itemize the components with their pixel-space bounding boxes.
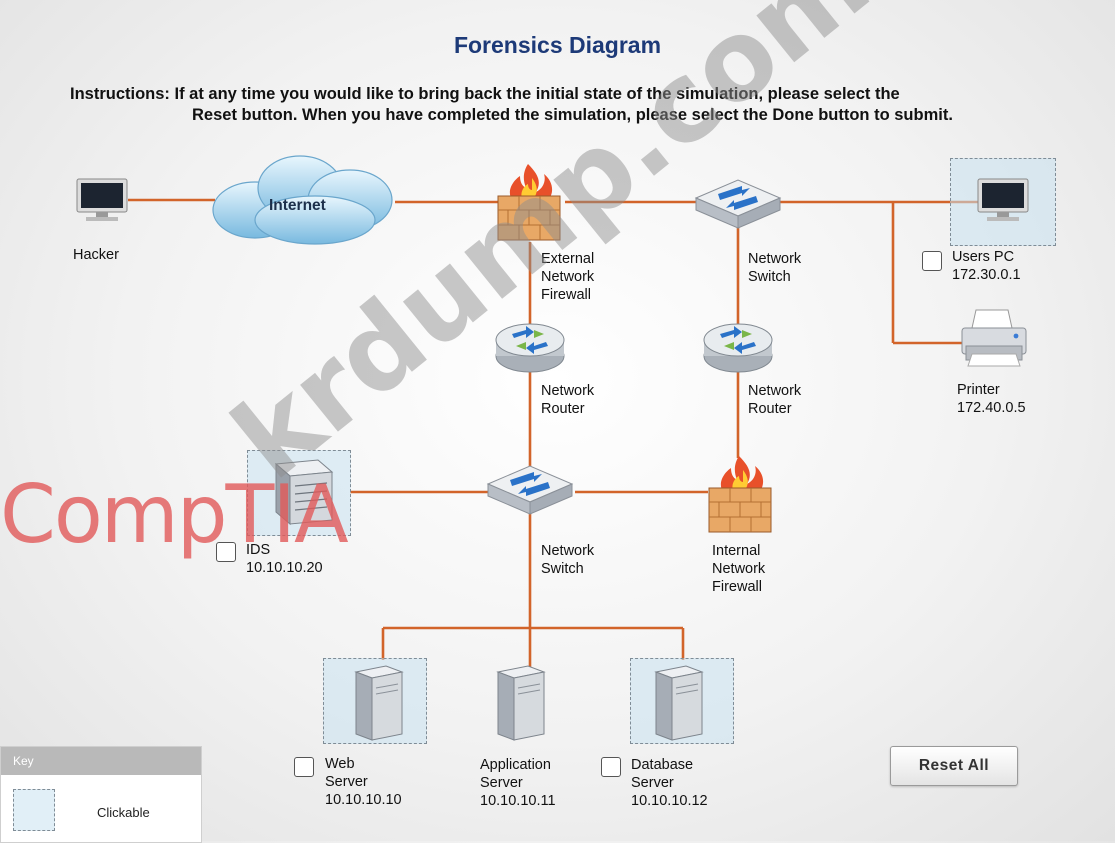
network-switch-top-icon bbox=[694, 179, 782, 229]
internal-firewall-label: Internal Network Firewall bbox=[712, 543, 766, 595]
users-pc-checkbox[interactable] bbox=[922, 251, 942, 271]
key-clickable-label: Clickable bbox=[97, 805, 150, 820]
network-router-right-label: Network Router bbox=[748, 383, 802, 417]
users-pc-monitor-icon bbox=[977, 178, 1029, 221]
instructions: Instructions: If at any time you would l… bbox=[70, 84, 953, 126]
network-switch-top-label: Network Switch bbox=[748, 251, 802, 285]
network-router-right-icon bbox=[703, 323, 773, 373]
ids-checkbox[interactable] bbox=[216, 542, 236, 562]
network-switch-core-icon bbox=[486, 465, 574, 515]
web-server-label: Web Server 10.10.10.10 bbox=[325, 756, 402, 808]
external-firewall-label: External Network Firewall bbox=[541, 251, 595, 303]
reset-all-button[interactable]: Reset All bbox=[890, 746, 1018, 786]
instructions-line-2: Reset button. When you have completed th… bbox=[192, 106, 953, 124]
legend-key: Key Clickable bbox=[0, 746, 202, 843]
web-server-checkbox[interactable] bbox=[294, 757, 314, 777]
instructions-line-1: Instructions: If at any time you would l… bbox=[70, 85, 900, 103]
web-server-icon bbox=[354, 665, 404, 741]
key-header: Key bbox=[1, 747, 201, 775]
key-clickable-swatch bbox=[13, 789, 55, 831]
network-router-left-icon bbox=[495, 323, 565, 373]
database-server-checkbox[interactable] bbox=[601, 757, 621, 777]
internet-cloud-icon bbox=[212, 155, 393, 245]
application-server-label: Application Server 10.10.10.11 bbox=[480, 757, 556, 809]
printer-icon bbox=[961, 309, 1027, 367]
database-server-label: Database Server 10.10.10.12 bbox=[631, 757, 708, 809]
ids-appliance-icon bbox=[274, 459, 334, 526]
internal-firewall-icon bbox=[708, 456, 772, 533]
page-title: Forensics Diagram bbox=[453, 32, 662, 58]
internet-label: Internet bbox=[269, 197, 326, 214]
hacker-label: Hacker bbox=[73, 247, 119, 263]
application-server-icon bbox=[496, 665, 546, 741]
hacker-monitor-icon bbox=[76, 178, 128, 221]
ids-label: IDS 10.10.10.20 bbox=[246, 542, 323, 576]
users-pc-label: Users PC 172.30.0.1 bbox=[952, 249, 1021, 283]
printer-label: Printer 172.40.0.5 bbox=[957, 382, 1026, 416]
external-firewall-icon bbox=[497, 164, 561, 241]
comptia-watermark: CompTIA bbox=[0, 468, 349, 561]
database-server-icon bbox=[654, 665, 704, 741]
network-router-left-label: Network Router bbox=[541, 383, 595, 417]
network-switch-core-label: Network Switch bbox=[541, 543, 595, 577]
